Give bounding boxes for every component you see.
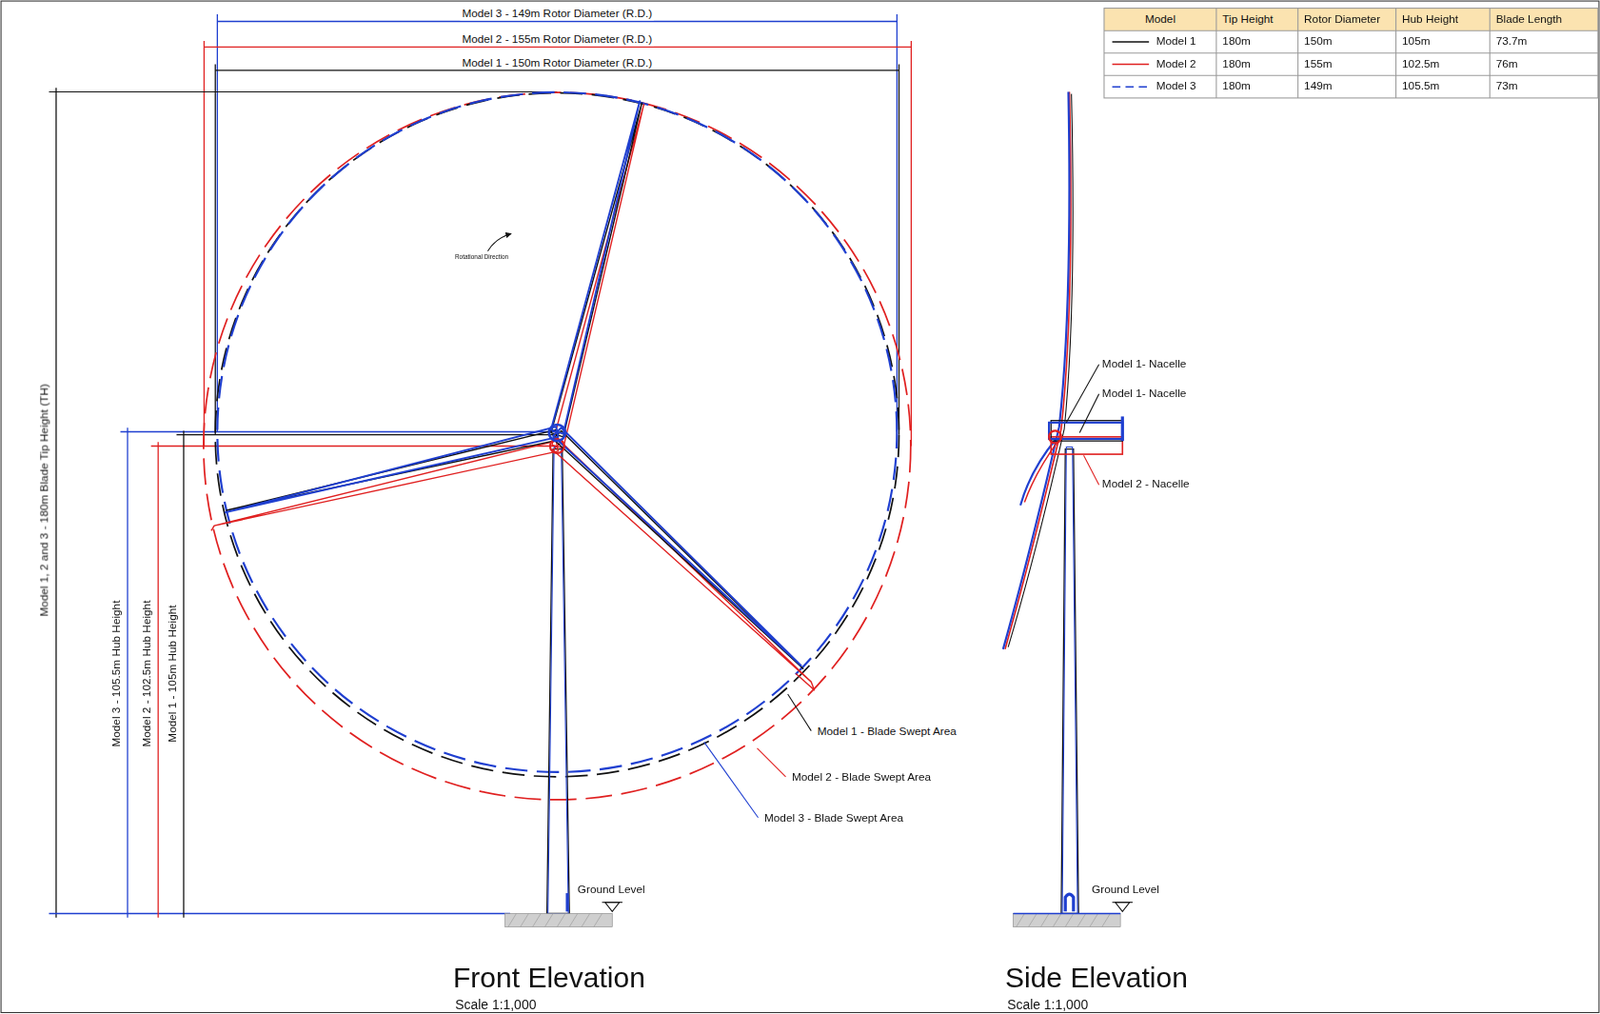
table-cell: 105m — [1402, 34, 1431, 48]
callout-label: Model 1- Nacelle — [1102, 386, 1186, 400]
table-header: Rotor Diameter — [1303, 12, 1381, 26]
table-header: Hub Height — [1402, 12, 1459, 26]
table-header: Blade Length — [1496, 12, 1563, 26]
view-title: Front Elevation — [453, 961, 646, 995]
table-cell: 150m — [1303, 34, 1333, 48]
table-cell: 73m — [1496, 79, 1519, 94]
legend-line — [1112, 85, 1150, 88]
table-cell: 76m — [1496, 57, 1519, 71]
table-cell: 180m — [1222, 34, 1251, 48]
callout-label: Model 1 - Blade Swept Area — [815, 724, 959, 738]
callout-label: Model 2 - Blade Swept Area — [790, 770, 933, 784]
note-label: Rotational Direction — [454, 254, 509, 261]
legend-text: Model 1 — [1156, 34, 1197, 48]
legend-text: Model 2 — [1156, 57, 1197, 71]
dimension-label: Model 1 - 150m Rotor Diameter (R.D.) — [459, 56, 654, 70]
dimension-label: Model 1 - 105m Hub Height — [165, 604, 179, 742]
table-header: Tip Height — [1222, 12, 1273, 26]
table-cell: 180m — [1222, 79, 1251, 94]
legend-line — [1112, 63, 1150, 66]
table-cell: 155m — [1303, 57, 1333, 71]
dimension-label: Model 2 - 155m Rotor Diameter (R.D.) — [459, 32, 654, 46]
table-cell: 180m — [1222, 57, 1251, 71]
view-title: Side Elevation — [1005, 961, 1188, 995]
table-cell: 105.5m — [1402, 79, 1440, 94]
table-header: Model — [1145, 12, 1176, 26]
ground-label: Ground Level — [1091, 882, 1160, 896]
dimension-label: Model 2 - 102.5m Hub Height — [140, 600, 155, 748]
ground-label: Ground Level — [577, 882, 646, 896]
dimension-label: Model 3 - 105.5m Hub Height — [109, 600, 123, 748]
callout-label: Model 3 - Blade Swept Area — [762, 810, 906, 825]
legend-text: Model 3 — [1156, 79, 1197, 94]
table-cell: 73.7m — [1496, 34, 1528, 48]
callout-label: Model 1- Nacelle — [1102, 356, 1186, 371]
callout-label: Model 2 - Nacelle — [1102, 477, 1190, 492]
legend-line — [1112, 40, 1150, 43]
scale-label: Scale 1:1,000 — [1007, 997, 1088, 1013]
scale-label: Scale 1:1,000 — [454, 997, 536, 1013]
table-cell: 102.5m — [1402, 57, 1440, 71]
dimension-label: Model 3 - 149m Rotor Diameter (R.D.) — [459, 7, 654, 21]
table-cell: 149m — [1303, 79, 1333, 94]
dimension-label: Model 1, 2 and 3 - 180m Blade Tip Height… — [37, 383, 51, 616]
